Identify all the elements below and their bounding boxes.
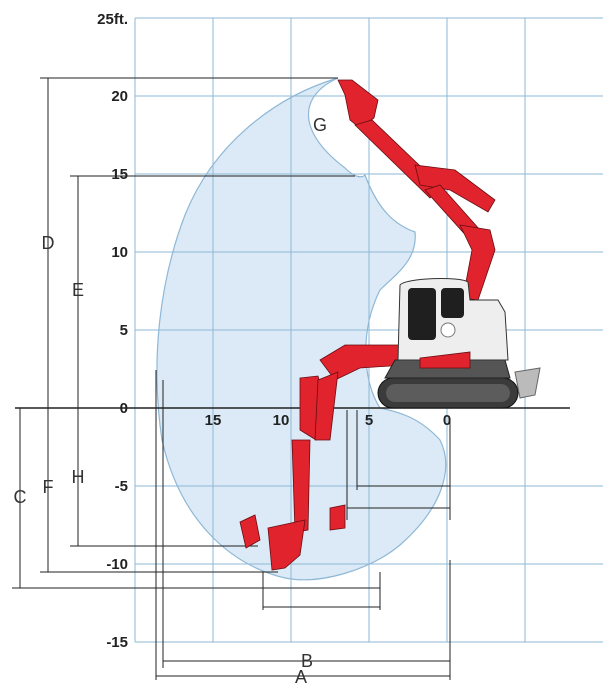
y-tick-minus-5: -5 [115,478,128,495]
excavator-raised-arm [337,79,496,301]
dim-label-g: G [313,115,327,135]
x-tick-10: 10 [273,412,290,429]
dimension-lines [12,77,451,680]
excavator-lowered-arm [239,344,406,571]
y-tick-0: 0 [120,400,128,417]
dim-label-e: E [72,280,84,300]
dim-label-d: D [42,233,55,253]
x-tick-5: 5 [365,412,373,429]
y-tick-minus-15: -15 [106,634,128,651]
x-tick-0: 0 [443,412,451,429]
excavator-body [377,277,541,409]
dim-label-a: A [295,667,307,684]
cab-window [408,288,436,340]
units-label: 25ft. [97,11,128,28]
working-range-envelope [156,77,447,581]
x-tick-15: 15 [205,412,222,429]
y-tick-10: 10 [111,244,128,261]
dim-label-f: F [43,477,54,497]
y-tick-minus-10: -10 [106,556,128,573]
dozer-blade [514,367,541,399]
dim-label-h: H [72,467,85,487]
y-tick-5: 5 [120,322,128,339]
y-tick-15: 15 [111,166,128,183]
logo-badge [440,322,456,338]
dim-label-c: C [14,487,27,507]
cab-window-rear [441,288,464,318]
y-tick-20: 20 [111,88,128,105]
dim-label-b: B [301,651,313,671]
